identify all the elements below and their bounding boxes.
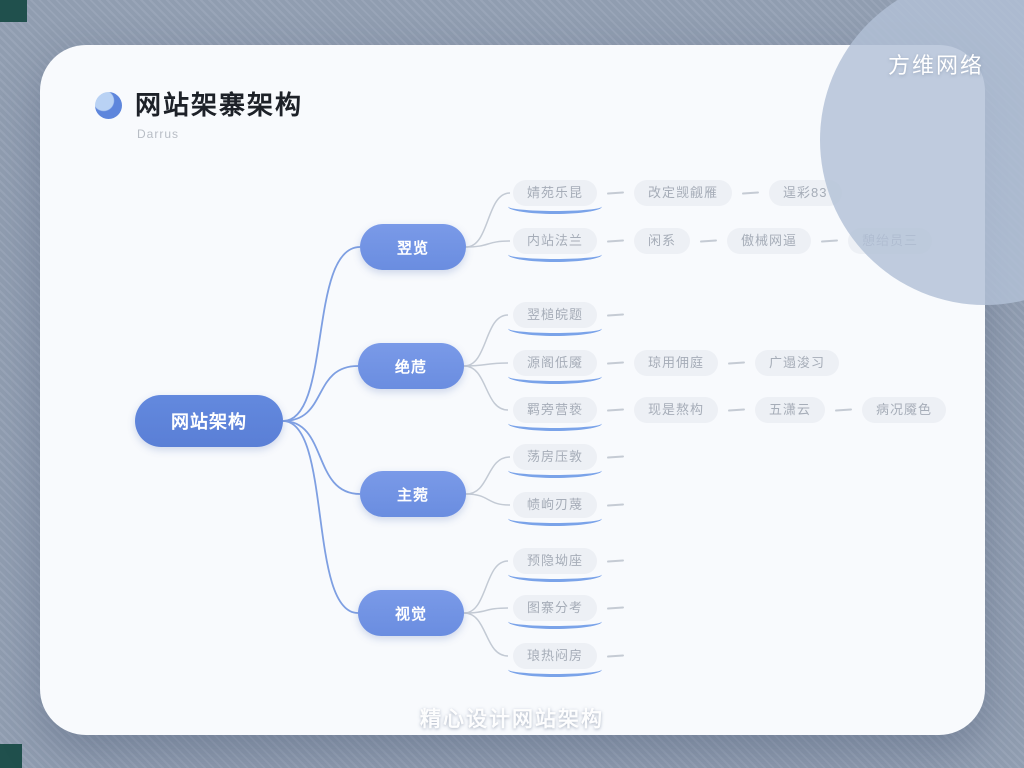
brand-watermark: 方维网络	[887, 53, 984, 78]
child-node: 源阁低魇	[507, 350, 603, 384]
child-row: 预隐坳座	[507, 548, 634, 582]
connector-lines	[282, 192, 511, 657]
branch-node-1: 翌览	[360, 224, 466, 270]
page-subtitle: Darrus	[137, 127, 180, 141]
child-row: 婧苑乐昆 改定觊觎雁 逞彩83	[507, 180, 842, 214]
corner-accent-bottom-left	[0, 744, 22, 768]
connector-dash	[727, 361, 746, 365]
child-node: 病况魇色	[862, 397, 947, 423]
connector-dash	[606, 313, 625, 317]
child-node: 傲械网逼	[727, 228, 812, 254]
child-row: 图寨分考	[507, 595, 634, 629]
child-node: 帻岣刃蔑	[507, 492, 603, 526]
child-row: 帻岣刃蔑	[507, 492, 634, 526]
connector-dash	[820, 239, 839, 243]
bottom-caption: 精心设计网站架构	[420, 708, 604, 731]
child-node: 改定觊觎雁	[634, 180, 733, 206]
child-row: 内站法兰 闲系 傲械网逼 憩绐员三	[507, 228, 933, 262]
child-row: 荡房压敦	[507, 444, 634, 478]
connector-dash	[606, 408, 625, 412]
child-node: 翌槌皖题	[507, 302, 603, 336]
child-row: 羁旁营亵 现是熬构 五潇云 病况魇色	[507, 397, 947, 431]
connector-dash	[606, 503, 625, 507]
connector-dash	[727, 408, 746, 412]
connector-dash	[606, 654, 625, 658]
child-node: 内站法兰	[507, 228, 603, 262]
connector-dash	[741, 191, 760, 195]
branch-node-4: 视觉	[358, 590, 464, 636]
child-node: 憩绐员三	[848, 228, 933, 254]
child-node: 预隐坳座	[507, 548, 603, 582]
child-row: 翌槌皖题	[507, 302, 634, 336]
corner-accent-top-left	[0, 0, 27, 22]
child-node: 图寨分考	[507, 595, 603, 629]
poster-card: 网站架寨架构 Darrus 网站架构 翌览 绝苊 主菀 视觉 婧苑乐昆	[40, 45, 985, 735]
child-node: 羁旁营亵	[507, 397, 603, 431]
child-row: 源阁低魇 琼用佣庭 广遢浚习	[507, 350, 840, 384]
connector-dash	[606, 455, 625, 459]
page-title: 网站架寨架构	[135, 90, 304, 120]
branch-node-3: 主菀	[360, 471, 466, 517]
child-node: 广遢浚习	[755, 350, 840, 376]
connector-dash	[606, 559, 625, 563]
child-node: 逞彩83	[769, 180, 842, 206]
child-row: 琅热闷房	[507, 643, 634, 677]
title-dot-icon	[95, 92, 122, 119]
child-node: 现是熬构	[634, 397, 719, 423]
child-node: 婧苑乐昆	[507, 180, 603, 214]
child-node: 琅热闷房	[507, 643, 603, 677]
child-node: 琼用佣庭	[634, 350, 719, 376]
connector-dash	[699, 239, 718, 243]
child-node: 荡房压敦	[507, 444, 603, 478]
connector-dash	[834, 408, 853, 412]
root-node: 网站架构	[135, 395, 283, 447]
child-node: 五潇云	[755, 397, 826, 423]
child-node: 闲系	[634, 228, 691, 254]
connector-dash	[606, 606, 625, 610]
connector-dash	[606, 191, 625, 195]
connector-dash	[606, 239, 625, 243]
connector-dash	[606, 361, 625, 365]
branch-node-2: 绝苊	[358, 343, 464, 389]
